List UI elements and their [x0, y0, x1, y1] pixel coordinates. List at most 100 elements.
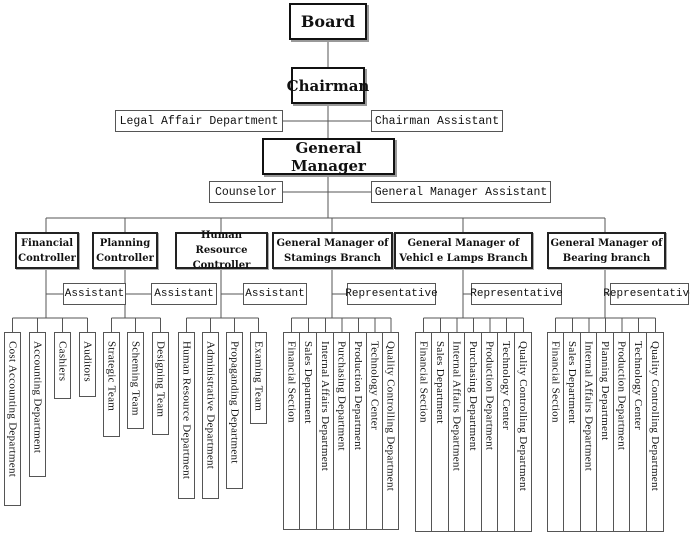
unit-box: Quality Controlling Department: [515, 332, 532, 532]
unit-box: Internal Affairs Department: [317, 332, 334, 530]
unit-label: Designing Team: [154, 341, 167, 418]
unit-label: Production Department: [352, 341, 364, 451]
unit-label: Technology Center: [632, 341, 644, 430]
unit-box: Sales Department: [300, 332, 317, 530]
unit-label: Examing Team: [252, 341, 265, 412]
division-aide-label: Assistant: [64, 288, 125, 300]
division-head-label: Human Resource Controller: [192, 230, 251, 271]
division-head-label: General Manager of Bearing branch: [550, 237, 663, 264]
unit-box: Designing Team: [152, 332, 169, 435]
unit-label: Administrative Department: [204, 341, 217, 470]
division-head-box: Financial Controller: [15, 232, 79, 269]
unit-box: Examing Team: [250, 332, 267, 424]
division-aide-box: Representative: [470, 283, 563, 305]
unit-label: Production Department: [615, 341, 628, 451]
unit-label: Cost Accounting Department: [6, 341, 19, 478]
unit-box: Financial Section: [283, 332, 300, 530]
unit-box: Purchasing Department: [465, 332, 482, 532]
general-manager-label: General Manager: [291, 138, 366, 175]
unit-label: Strategic Team: [105, 341, 118, 412]
division-aide-box: Assistant: [243, 283, 307, 305]
unit-label: Financial Section: [285, 341, 298, 423]
unit-label: Purchasing Department: [467, 341, 479, 451]
counselor-box: Counselor: [209, 181, 283, 203]
legal-affair-box: Legal Affair Department: [115, 110, 283, 132]
unit-label: Sales Department: [302, 341, 314, 424]
unit-label: Internal Affairs Department: [319, 341, 331, 472]
division-aide-label: Representative: [470, 288, 563, 300]
unit-label: Auditors: [81, 341, 94, 382]
chairman-assistant-label: Chairman Assistant: [374, 114, 500, 128]
unit-box: Production Department: [350, 332, 367, 530]
unit-box: Production Department: [482, 332, 498, 532]
unit-box: Propaganding Department: [226, 332, 243, 489]
division-head-box: Planning Controller: [92, 232, 158, 269]
board-box: Board: [289, 3, 367, 40]
unit-box: Purchasing Department: [334, 332, 350, 530]
unit-box: Cashiers: [54, 332, 71, 399]
unit-label: Purchasing Department: [335, 341, 348, 451]
unit-box: Quality Controlling Department: [383, 332, 399, 530]
division-head-label: General Manager of Vehicl e Lamps Branch: [399, 237, 528, 264]
division-head-label: Financial Controller: [18, 237, 76, 264]
division-aide-box: Assistant: [151, 283, 217, 305]
division-head-label: General Manager of Stamings Branch: [276, 237, 389, 264]
unit-label: Accounting Department: [31, 341, 44, 454]
chairman-assistant-box: Chairman Assistant: [371, 110, 503, 132]
division-aide-box: Representative: [603, 283, 690, 305]
unit-box: Financial Section: [415, 332, 432, 532]
unit-label: Human Resource Department: [180, 341, 193, 480]
unit-box: Internal Affairs Department: [581, 332, 597, 532]
unit-label: Quality Controlling Department: [649, 341, 661, 492]
unit-box: Technology Center: [630, 332, 647, 532]
division-aide-label: Assistant: [154, 288, 214, 300]
unit-label: Sales Department: [566, 341, 578, 424]
unit-box: Scheming Team: [127, 332, 144, 429]
division-head-label: Planning Controller: [96, 237, 154, 264]
unit-label: Production Department: [483, 341, 496, 451]
unit-label: Cashiers: [56, 341, 69, 382]
unit-label: Technology Center: [368, 341, 381, 430]
division-head-box: General Manager of Bearing branch: [547, 232, 666, 269]
division-aide-label: Assistant: [245, 288, 305, 300]
unit-box: Technology Center: [498, 332, 515, 532]
unit-box: Financial Section: [547, 332, 564, 532]
unit-box: Technology Center: [367, 332, 383, 530]
unit-box: Human Resource Department: [178, 332, 195, 499]
gm-assistant-box: General Manager Assistant: [371, 181, 551, 203]
unit-label: Quality Controlling Department: [517, 341, 529, 492]
general-manager-box: General Manager: [262, 138, 395, 175]
chairman-label: Chairman: [286, 76, 370, 95]
unit-box: Sales Department: [564, 332, 581, 532]
division-aide-box: Assistant: [63, 283, 126, 305]
unit-box: Internal Affairs Department: [449, 332, 465, 532]
unit-label: Planning Department: [599, 341, 611, 441]
unit-label: Quality Controlling Department: [384, 341, 397, 492]
unit-label: Financial Section: [549, 341, 562, 423]
counselor-label: Counselor: [214, 185, 278, 199]
legal-affair-label: Legal Affair Department: [119, 114, 279, 128]
unit-box: Strategic Team: [103, 332, 120, 437]
unit-label: Propaganding Department: [228, 341, 241, 464]
unit-box: Planning Department: [597, 332, 614, 532]
unit-label: Internal Affairs Department: [582, 341, 595, 472]
unit-label: Technology Center: [500, 341, 512, 430]
division-aide-label: Representative: [345, 288, 438, 300]
division-aide-label: Representative: [603, 288, 690, 300]
division-aide-box: Representative: [345, 283, 438, 305]
unit-box: Accounting Department: [29, 332, 46, 477]
unit-label: Internal Affairs Department: [450, 341, 463, 472]
unit-box: Cost Accounting Department: [4, 332, 21, 506]
division-head-box: Human Resource Controller: [175, 230, 268, 271]
chairman-box: Chairman: [287, 67, 369, 104]
board-label: Board: [300, 12, 356, 31]
unit-box: Quality Controlling Department: [647, 332, 664, 532]
unit-label: Sales Department: [434, 341, 446, 424]
unit-box: Auditors: [79, 332, 96, 397]
unit-box: Sales Department: [432, 332, 449, 532]
division-head-box: General Manager of Stamings Branch: [272, 232, 393, 269]
unit-box: Production Department: [614, 332, 630, 532]
unit-label: Financial Section: [417, 341, 430, 423]
division-head-box: General Manager of Vehicl e Lamps Branch: [394, 232, 533, 269]
